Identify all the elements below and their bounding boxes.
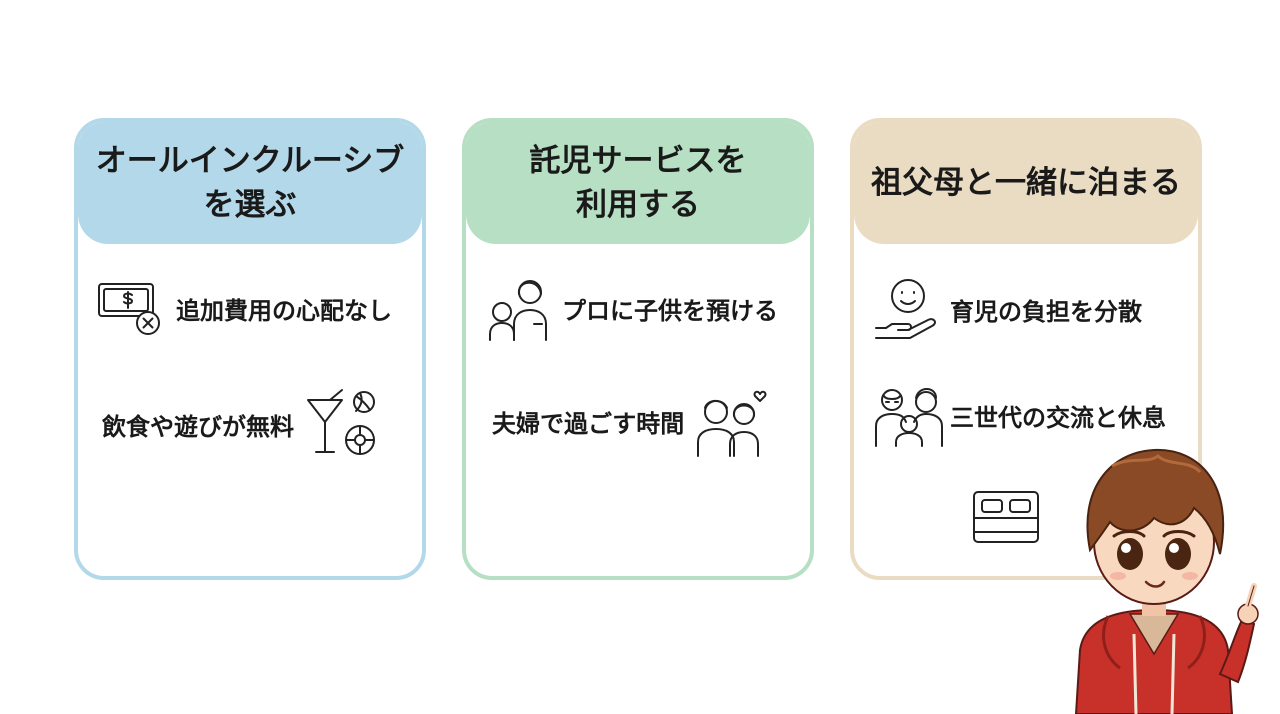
item-label: 育児の負担を分散: [950, 297, 1142, 326]
item-label: 三世代の交流と休息: [950, 403, 1166, 432]
smile-hand-icon: [875, 279, 936, 339]
card-header: オールインクルーシブ を選ぶ: [78, 122, 422, 244]
list-item: 飲食や遊びが無料: [102, 388, 384, 460]
cocktail-ball-icon: [307, 389, 375, 455]
caregiver-child-icon: [489, 280, 547, 341]
item-label: 飲食や遊びが無料: [102, 412, 294, 441]
card-title: 祖父母と一緒に泊まる: [871, 165, 1181, 201]
money-cross-icon: [98, 283, 160, 335]
item-label: 追加費用の心配なし: [176, 296, 392, 325]
list-item: 追加費用の心配なし: [96, 280, 392, 336]
boy-mascot-pointing-icon: [1074, 448, 1259, 714]
card-title: 託児サービスを 利用する: [529, 143, 747, 223]
card-all-inclusive: オールインクルーシブ を選ぶ 追加費用の心配なし 飲食や遊びが無料: [74, 118, 426, 580]
list-item: プロに子供を預ける: [486, 272, 778, 344]
card-childcare: 託児サービスを 利用する プロに子供を預ける 夫婦で過ごす時間: [462, 118, 814, 580]
couple-heart-icon: [697, 390, 767, 457]
card-title: オールインクルーシブ を選ぶ: [95, 143, 405, 223]
three-generations-icon: [875, 388, 943, 447]
item-label: 夫婦で過ごす時間: [492, 409, 685, 438]
list-item: 夫婦で過ごす時間: [492, 384, 768, 458]
card-header: 託児サービスを 利用する: [466, 122, 810, 244]
bed-icon: [973, 491, 1039, 543]
card-header: 祖父母と一緒に泊まる: [854, 122, 1198, 244]
item-label: プロに子供を預ける: [562, 296, 778, 325]
list-item: 三世代の交流と休息: [874, 382, 1166, 448]
list-item: 育児の負担を分散: [872, 274, 1142, 344]
